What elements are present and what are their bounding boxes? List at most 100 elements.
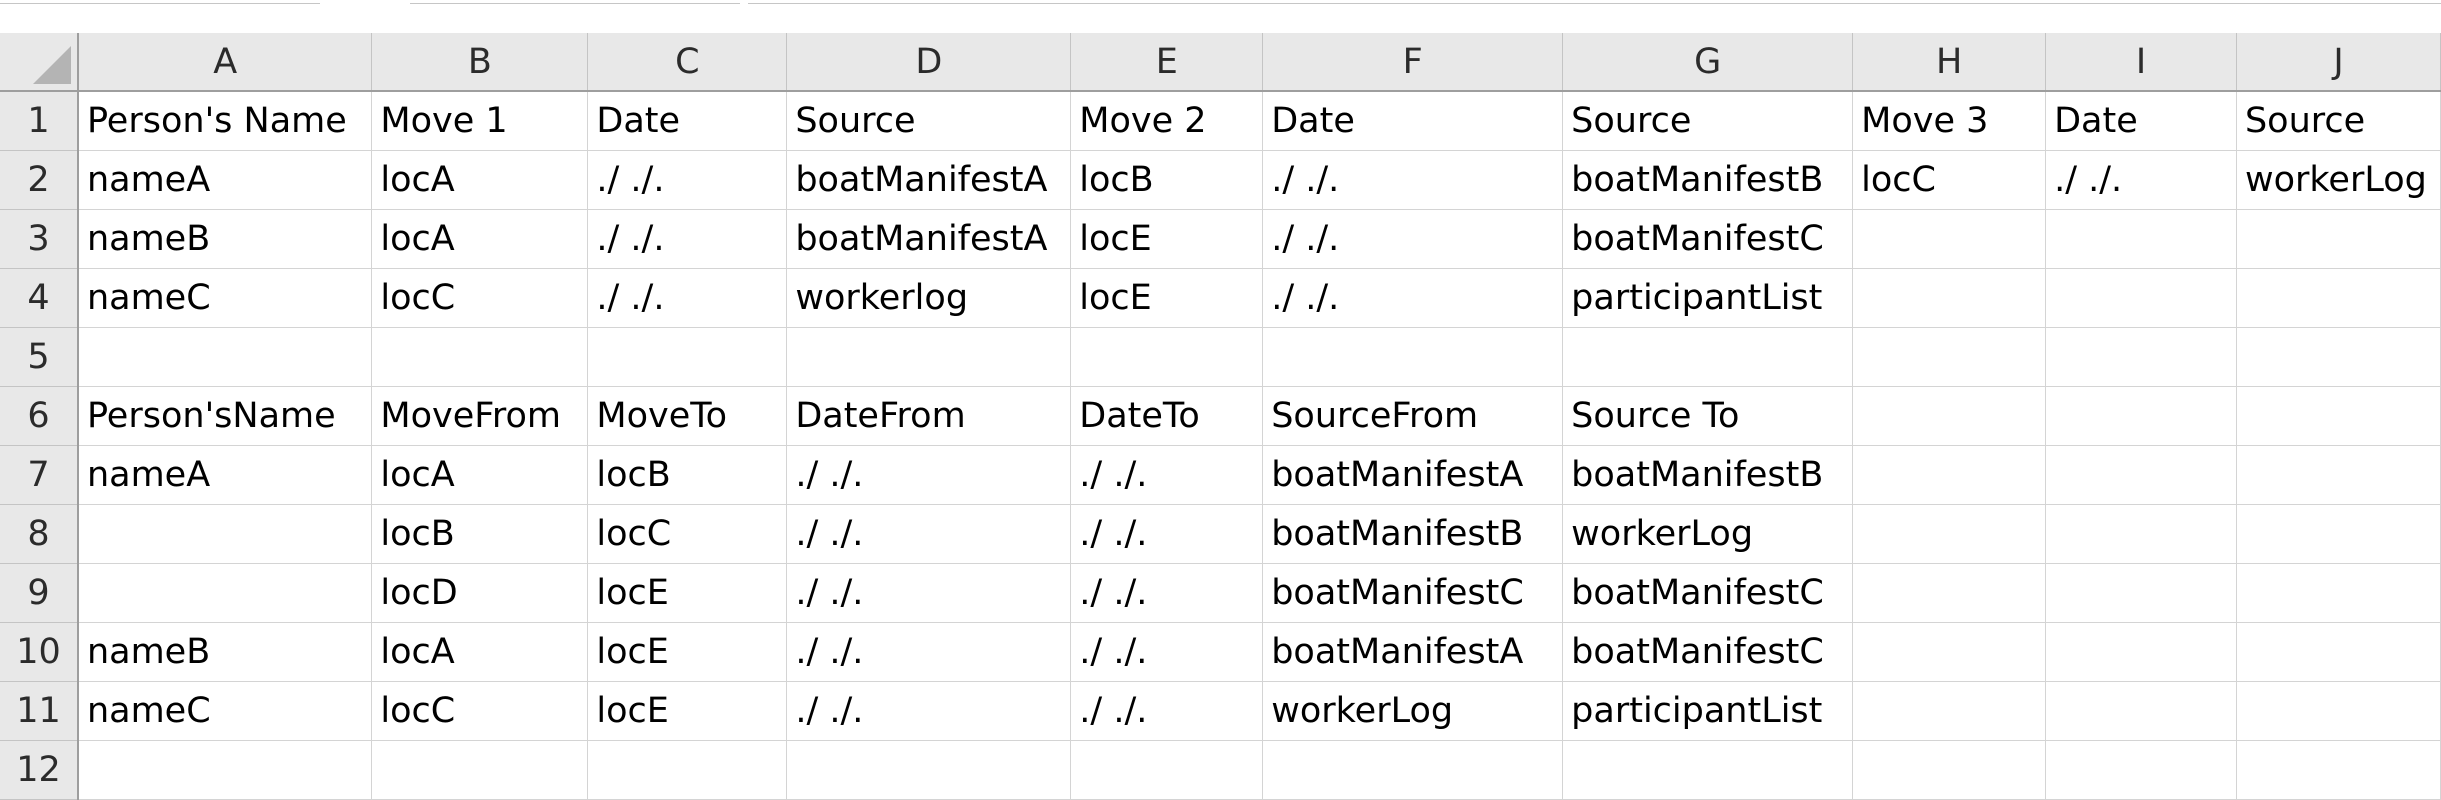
cell-b8[interactable]: locB (371, 504, 589, 564)
cell-f3[interactable]: ./ ./. (1262, 209, 1564, 269)
row-header[interactable]: 11 (0, 681, 79, 741)
cell-c6[interactable]: MoveTo (587, 386, 788, 446)
cell-c7[interactable]: locB (587, 445, 788, 505)
cell-e4[interactable]: locE (1070, 268, 1264, 328)
cell-e7[interactable]: ./ ./. (1070, 445, 1264, 505)
column-header-d[interactable]: D (786, 33, 1072, 92)
cell-a1[interactable]: Person's Name (77, 91, 373, 151)
column-header-i[interactable]: I (2045, 33, 2237, 92)
cell-e10[interactable]: ./ ./. (1070, 622, 1264, 682)
column-header-a[interactable]: A (77, 33, 373, 92)
cell-c5[interactable] (587, 327, 788, 387)
cell-c12[interactable] (587, 740, 788, 800)
cell-f7[interactable]: boatManifestA (1262, 445, 1564, 505)
cell-a9[interactable] (77, 563, 373, 623)
cell-f8[interactable]: boatManifestB (1262, 504, 1564, 564)
cell-d6[interactable]: DateFrom (786, 386, 1072, 446)
cell-d4[interactable]: workerlog (786, 268, 1072, 328)
cell-b1[interactable]: Move 1 (371, 91, 589, 151)
cell-e1[interactable]: Move 2 (1070, 91, 1264, 151)
cell-i9[interactable] (2045, 563, 2237, 623)
cell-g12[interactable] (1562, 740, 1854, 800)
cell-i3[interactable] (2045, 209, 2237, 269)
cell-e9[interactable]: ./ ./. (1070, 563, 1264, 623)
row-header[interactable]: 3 (0, 209, 79, 269)
cell-h4[interactable] (1852, 268, 2047, 328)
cell-f6[interactable]: SourceFrom (1262, 386, 1564, 446)
cell-g3[interactable]: boatManifestC (1562, 209, 1854, 269)
cell-i1[interactable]: Date (2045, 91, 2237, 151)
cell-a10[interactable]: nameB (77, 622, 373, 682)
cell-c4[interactable]: ./ ./. (587, 268, 788, 328)
cell-g7[interactable]: boatManifestB (1562, 445, 1854, 505)
cell-c9[interactable]: locE (587, 563, 788, 623)
cell-a3[interactable]: nameB (77, 209, 373, 269)
cell-b10[interactable]: locA (371, 622, 589, 682)
row-header[interactable]: 5 (0, 327, 79, 387)
cell-d11[interactable]: ./ ./. (786, 681, 1072, 741)
cell-d12[interactable] (786, 740, 1072, 800)
cell-i7[interactable] (2045, 445, 2237, 505)
cell-c2[interactable]: ./ ./. (587, 150, 788, 210)
column-header-b[interactable]: B (371, 33, 589, 92)
cell-j10[interactable] (2236, 622, 2441, 682)
cell-e12[interactable] (1070, 740, 1264, 800)
cell-j5[interactable] (2236, 327, 2441, 387)
cell-j3[interactable] (2236, 209, 2441, 269)
cell-g2[interactable]: boatManifestB (1562, 150, 1854, 210)
cell-b7[interactable]: locA (371, 445, 589, 505)
cell-h2[interactable]: locC (1852, 150, 2047, 210)
cell-j4[interactable] (2236, 268, 2441, 328)
cell-f4[interactable]: ./ ./. (1262, 268, 1564, 328)
cell-a7[interactable]: nameA (77, 445, 373, 505)
cell-f10[interactable]: boatManifestA (1262, 622, 1564, 682)
cell-g5[interactable] (1562, 327, 1854, 387)
cell-h3[interactable] (1852, 209, 2047, 269)
cell-g11[interactable]: participantList (1562, 681, 1854, 741)
cell-j7[interactable] (2236, 445, 2441, 505)
cell-j11[interactable] (2236, 681, 2441, 741)
cell-b12[interactable] (371, 740, 589, 800)
column-header-h[interactable]: H (1852, 33, 2047, 92)
cell-g1[interactable]: Source (1562, 91, 1854, 151)
cell-g9[interactable]: boatManifestC (1562, 563, 1854, 623)
cell-d7[interactable]: ./ ./. (786, 445, 1072, 505)
cell-g8[interactable]: workerLog (1562, 504, 1854, 564)
row-header[interactable]: 4 (0, 268, 79, 328)
cell-f1[interactable]: Date (1262, 91, 1564, 151)
cell-h8[interactable] (1852, 504, 2047, 564)
cell-j8[interactable] (2236, 504, 2441, 564)
column-header-j[interactable]: J (2236, 33, 2441, 92)
cell-f11[interactable]: workerLog (1262, 681, 1564, 741)
cell-b9[interactable]: locD (371, 563, 589, 623)
cell-b2[interactable]: locA (371, 150, 589, 210)
row-header[interactable]: 12 (0, 740, 79, 800)
cell-i2[interactable]: ./ ./. (2045, 150, 2237, 210)
row-header[interactable]: 6 (0, 386, 79, 446)
column-header-e[interactable]: E (1070, 33, 1264, 92)
cell-c10[interactable]: locE (587, 622, 788, 682)
cell-a4[interactable]: nameC (77, 268, 373, 328)
cell-d3[interactable]: boatManifestA (786, 209, 1072, 269)
cell-j9[interactable] (2236, 563, 2441, 623)
cell-b5[interactable] (371, 327, 589, 387)
cell-c11[interactable]: locE (587, 681, 788, 741)
row-header[interactable]: 1 (0, 91, 79, 151)
cell-a5[interactable] (77, 327, 373, 387)
row-header[interactable]: 2 (0, 150, 79, 210)
cell-f5[interactable] (1262, 327, 1564, 387)
cell-d1[interactable]: Source (786, 91, 1072, 151)
cell-h12[interactable] (1852, 740, 2047, 800)
row-header[interactable]: 8 (0, 504, 79, 564)
cell-c3[interactable]: ./ ./. (587, 209, 788, 269)
cell-g4[interactable]: participantList (1562, 268, 1854, 328)
cell-d2[interactable]: boatManifestA (786, 150, 1072, 210)
cell-i5[interactable] (2045, 327, 2237, 387)
column-header-g[interactable]: G (1562, 33, 1854, 92)
column-header-f[interactable]: F (1262, 33, 1564, 92)
cell-b3[interactable]: locA (371, 209, 589, 269)
cell-e5[interactable] (1070, 327, 1264, 387)
cell-g6[interactable]: Source To (1562, 386, 1854, 446)
cell-h1[interactable]: Move 3 (1852, 91, 2047, 151)
cell-e8[interactable]: ./ ./. (1070, 504, 1264, 564)
